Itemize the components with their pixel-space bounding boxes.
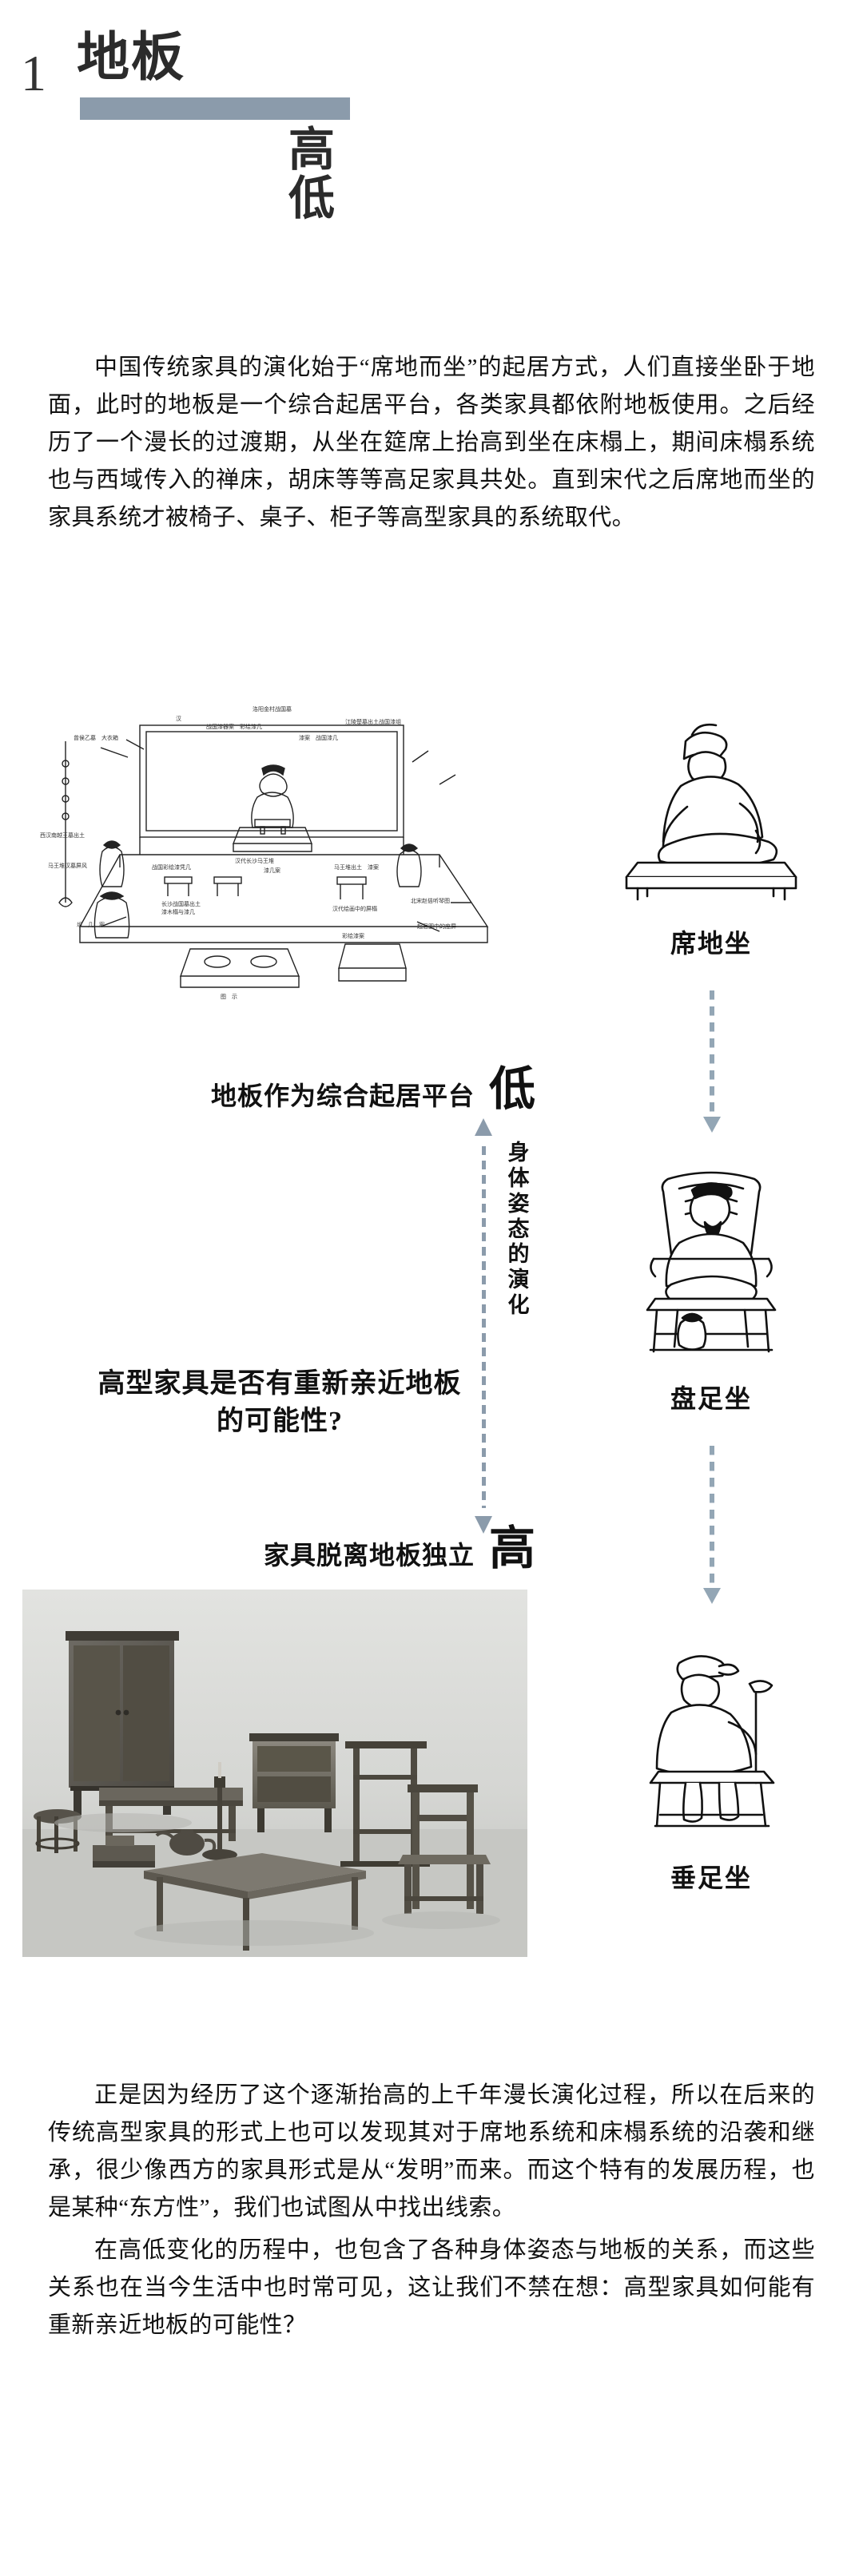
axis-caption-c7: 化 [507, 1293, 530, 1318]
svg-text:汉代长沙马王堆: 汉代长沙马王堆 [235, 857, 274, 864]
chapter-number: 1 [21, 45, 46, 101]
label-high-mark: 高 [488, 1522, 535, 1574]
axis-caption-c6: 演 [507, 1268, 530, 1292]
posture-caption-2: 盘足坐 [670, 1384, 752, 1413]
subtitle-stack: 高 低 [264, 124, 360, 224]
posture-caption-3: 垂足坐 [670, 1864, 752, 1892]
page-title: 地板 [77, 27, 185, 86]
axis-caption-c1: 身 [507, 1141, 530, 1165]
posture-evolution-axis [473, 1118, 494, 1534]
svg-text:漆案 战国漆几: 漆案 战国漆几 [299, 734, 338, 741]
closing-text-block: 正是因为经历了这个逐渐抬高的上千年漫长演化过程，所以在后来的传统高型家具的形式上… [48, 2077, 815, 2349]
intro-paragraph: 中国传统家具的演化始于“席地而坐”的起居方式，人们直接坐卧于地面，此时的地板是一… [48, 355, 815, 530]
posture-item-1: 席地坐 [559, 703, 863, 960]
central-question: 高型家具是否有重新亲近地板的可能性? [97, 1369, 462, 1436]
svg-text:汉: 汉 [176, 716, 181, 722]
legs-hanging-on-chair-figure-icon [559, 1637, 863, 1853]
hall-scene-illustration: 曾侯乙墓 大衣箱 汉 战国漆器案 彩绘漆几 洛阳金村战国墓 漆案 战国漆几 江陵… [24, 663, 535, 1038]
arrow-up-icon [475, 1118, 492, 1136]
axis-caption: 身 体 姿 态 的 演 化 [500, 1141, 537, 1319]
label-low-mark: 低 [488, 1063, 535, 1115]
label-floor-as-platform-text: 地板作为综合起居平台 [210, 1082, 475, 1110]
posture-link-2 [710, 1446, 714, 1588]
svg-text:图 示: 图 示 [221, 994, 237, 1000]
axis-dashed-line [482, 1144, 486, 1508]
posture-item-2: 盘足坐 [559, 1158, 863, 1415]
svg-text:漆木榻与漆几: 漆木榻与漆几 [161, 908, 195, 915]
label-floor-as-platform: 地板作为综合起居平台 低 [120, 1066, 535, 1113]
svg-text:洛阳金村战国墓: 洛阳金村战国墓 [253, 705, 292, 712]
page-header: 1 地板 高 低 [0, 0, 863, 256]
posture-column: 席地坐 [559, 647, 863, 2005]
closing-paragraph-2: 在高低变化的历程中，也包含了各种身体姿态与地板的关系，而这些关系也在当今生活中也… [48, 2237, 815, 2338]
svg-text:西汉南越王墓出土: 西汉南越王墓出土 [40, 832, 85, 839]
svg-text:长沙战国墓出土: 长沙战国墓出土 [161, 900, 201, 907]
svg-text:马王堆出土 漆案: 马王堆出土 漆案 [334, 863, 379, 871]
svg-text:马王堆汉墓屏风: 马王堆汉墓屏风 [48, 862, 87, 869]
label-furniture-independent: 家具脱离地板独立 高 [120, 1526, 535, 1572]
label-furniture-independent-text: 家具脱离地板独立 [263, 1541, 475, 1570]
arrow-down-icon [475, 1516, 492, 1534]
axis-caption-c2: 体 [507, 1165, 530, 1190]
svg-text:战国彩绘漆凭几: 战国彩绘漆凭几 [152, 863, 191, 871]
axis-caption-c4: 态 [507, 1217, 530, 1241]
posture-caption-1: 席地坐 [670, 929, 752, 958]
seated-on-floor-mat-figure-icon [559, 703, 863, 919]
svg-text:俎 几 案: 俎 几 案 [77, 921, 105, 928]
svg-text:战国漆器案 彩绘漆几: 战国漆器案 彩绘漆几 [206, 723, 262, 730]
closing-paragraph-1: 正是因为经历了这个逐渐抬高的上千年漫长演化过程，所以在后来的传统高型家具的形式上… [48, 2082, 815, 2221]
svg-text:江陵楚墓出土战国漆俎: 江陵楚墓出土战国漆俎 [345, 718, 401, 725]
svg-text:汉代绘画中的屏榻: 汉代绘画中的屏榻 [332, 905, 377, 912]
furniture-photo [22, 1590, 527, 1957]
axis-caption-c5: 的 [507, 1242, 530, 1267]
posture-item-3: 垂足坐 [559, 1637, 863, 1895]
svg-text:北宋赵佶听琴图: 北宋赵佶听琴图 [411, 897, 450, 904]
posture-link-arrow-2-icon [703, 1588, 721, 1604]
svg-text:起居图中的座屏: 起居图中的座屏 [417, 923, 456, 930]
posture-link-1 [710, 990, 714, 1117]
cross-legged-on-chair-figure-icon [559, 1158, 863, 1374]
svg-text:漆几案: 漆几案 [264, 867, 280, 874]
svg-text:曾侯乙墓 大衣箱: 曾侯乙墓 大衣箱 [74, 734, 118, 741]
evolution-diagram: 曾侯乙墓 大衣箱 汉 战国漆器案 彩绘漆几 洛阳金村战国墓 漆案 战国漆几 江陵… [0, 647, 863, 2037]
subtitle-low: 低 [288, 172, 335, 224]
axis-caption-c3: 姿 [507, 1191, 530, 1216]
subtitle-high: 高 [288, 124, 335, 176]
title-underline-bar [80, 97, 350, 120]
svg-text:彩绘漆案: 彩绘漆案 [342, 932, 364, 939]
posture-link-arrow-1-icon [703, 1117, 721, 1133]
